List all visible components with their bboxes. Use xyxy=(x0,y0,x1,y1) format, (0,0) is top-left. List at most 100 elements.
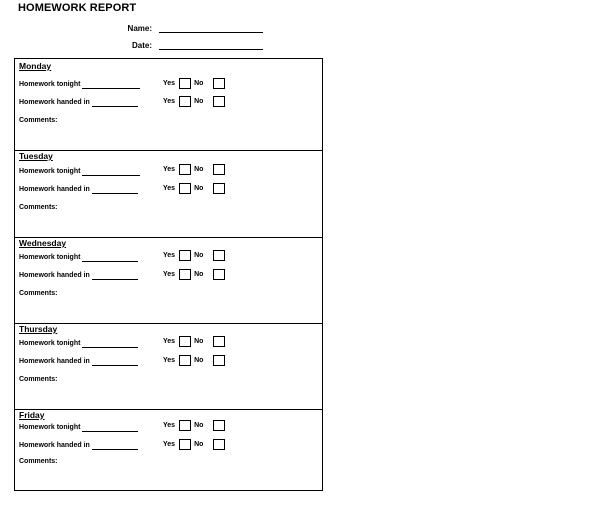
day-name: Friday xyxy=(19,410,45,420)
day-section-thursday: Thursday Homework tonight Yes No Homewor… xyxy=(15,323,322,409)
homework-handed-in-yes-no: Yes No xyxy=(163,439,226,450)
day-name: Tuesday xyxy=(19,151,53,161)
no-checkbox[interactable] xyxy=(213,269,226,280)
homework-handed-in-yes-no: Yes No xyxy=(163,183,226,194)
homework-handed-in-blank[interactable] xyxy=(91,441,138,450)
yes-checkbox[interactable] xyxy=(179,164,192,175)
homework-tonight-yes-no: Yes No xyxy=(163,78,226,89)
day-section-wednesday: Wednesday Homework tonight Yes No Homewo… xyxy=(15,237,322,323)
yes-label: Yes xyxy=(163,271,176,278)
no-checkbox[interactable] xyxy=(213,183,226,194)
homework-tonight-row: Homework tonight xyxy=(19,251,299,263)
comments-label: Comments: xyxy=(19,290,58,297)
homework-tonight-row: Homework tonight xyxy=(19,165,299,177)
yes-checkbox[interactable] xyxy=(179,420,192,431)
date-field[interactable] xyxy=(159,41,263,50)
yes-checkbox[interactable] xyxy=(179,439,192,450)
homework-tonight-label: Homework tonight xyxy=(19,167,81,175)
no-label: No xyxy=(194,441,204,448)
homework-tonight-label: Homework tonight xyxy=(19,80,81,88)
yes-checkbox[interactable] xyxy=(179,183,192,194)
no-label: No xyxy=(194,98,204,105)
yes-checkbox[interactable] xyxy=(179,355,192,366)
date-row: Date: xyxy=(112,41,263,50)
homework-handed-in-blank[interactable] xyxy=(91,185,138,194)
yes-checkbox[interactable] xyxy=(179,96,192,107)
homework-tonight-yes-no: Yes No xyxy=(163,164,226,175)
yes-label: Yes xyxy=(163,80,176,87)
no-checkbox[interactable] xyxy=(213,96,226,107)
name-field[interactable] xyxy=(159,24,263,33)
homework-handed-in-row: Homework handed in xyxy=(19,183,299,195)
homework-tonight-label: Homework tonight xyxy=(19,253,81,261)
no-label: No xyxy=(194,357,204,364)
homework-tonight-blank[interactable] xyxy=(82,167,141,176)
homework-tonight-row: Homework tonight xyxy=(19,337,299,349)
homework-handed-in-row: Homework handed in xyxy=(19,269,299,281)
day-section-friday: Friday Homework tonight Yes No Homework … xyxy=(15,409,322,490)
no-label: No xyxy=(194,271,204,278)
day-section-monday: Monday Homework tonight Yes No Homework … xyxy=(15,59,322,150)
homework-tonight-yes-no: Yes No xyxy=(163,250,226,261)
homework-tonight-yes-no: Yes No xyxy=(163,420,226,431)
no-checkbox[interactable] xyxy=(213,336,226,347)
comments-label: Comments: xyxy=(19,376,58,383)
yes-label: Yes xyxy=(163,185,176,192)
homework-handed-in-label: Homework handed in xyxy=(19,271,90,279)
day-name: Monday xyxy=(19,61,52,71)
day-name: Thursday xyxy=(19,324,58,334)
no-checkbox[interactable] xyxy=(213,355,226,366)
homework-handed-in-blank[interactable] xyxy=(91,271,138,280)
yes-label: Yes xyxy=(163,441,176,448)
homework-tonight-label: Homework tonight xyxy=(19,423,81,431)
homework-handed-in-label: Homework handed in xyxy=(19,185,90,193)
no-checkbox[interactable] xyxy=(213,164,226,175)
yes-checkbox[interactable] xyxy=(179,78,192,89)
day-section-tuesday: Tuesday Homework tonight Yes No Homework… xyxy=(15,150,322,237)
no-checkbox[interactable] xyxy=(213,420,226,431)
homework-tonight-yes-no: Yes No xyxy=(163,336,226,347)
homework-tonight-blank[interactable] xyxy=(82,339,139,348)
no-label: No xyxy=(194,80,204,87)
yes-label: Yes xyxy=(163,422,176,429)
no-label: No xyxy=(194,252,204,259)
no-label: No xyxy=(194,185,204,192)
homework-handed-in-yes-no: Yes No xyxy=(163,96,226,107)
homework-handed-in-label: Homework handed in xyxy=(19,357,90,365)
homework-tonight-label: Homework tonight xyxy=(19,339,81,347)
yes-checkbox[interactable] xyxy=(179,250,192,261)
yes-label: Yes xyxy=(163,338,176,345)
homework-tonight-row: Homework tonight xyxy=(19,78,299,90)
homework-tonight-row: Homework tonight xyxy=(19,421,299,433)
homework-handed-in-row: Homework handed in xyxy=(19,355,299,367)
no-label: No xyxy=(194,338,204,345)
homework-handed-in-blank[interactable] xyxy=(91,98,138,107)
no-checkbox[interactable] xyxy=(213,439,226,450)
yes-label: Yes xyxy=(163,98,176,105)
comments-label: Comments: xyxy=(19,458,58,465)
homework-handed-in-row: Homework handed in xyxy=(19,96,299,108)
yes-label: Yes xyxy=(163,166,176,173)
homework-handed-in-blank[interactable] xyxy=(91,357,138,366)
no-label: No xyxy=(194,166,204,173)
report-table: Monday Homework tonight Yes No Homework … xyxy=(14,58,323,491)
homework-tonight-blank[interactable] xyxy=(82,253,139,262)
homework-handed-in-label: Homework handed in xyxy=(19,441,90,449)
no-checkbox[interactable] xyxy=(213,78,226,89)
date-label: Date: xyxy=(131,41,152,50)
comments-label: Comments: xyxy=(19,204,58,211)
yes-checkbox[interactable] xyxy=(179,336,192,347)
homework-tonight-blank[interactable] xyxy=(82,80,141,89)
yes-label: Yes xyxy=(163,252,176,259)
yes-checkbox[interactable] xyxy=(179,269,192,280)
yes-label: Yes xyxy=(163,357,176,364)
homework-handed-in-yes-no: Yes No xyxy=(163,355,226,366)
name-row: Name: xyxy=(112,24,263,33)
name-label: Name: xyxy=(127,24,152,33)
homework-handed-in-yes-no: Yes No xyxy=(163,269,226,280)
homework-tonight-blank[interactable] xyxy=(82,423,139,432)
no-label: No xyxy=(194,422,204,429)
no-checkbox[interactable] xyxy=(213,250,226,261)
homework-handed-in-label: Homework handed in xyxy=(19,98,90,106)
day-name: Wednesday xyxy=(19,238,67,248)
